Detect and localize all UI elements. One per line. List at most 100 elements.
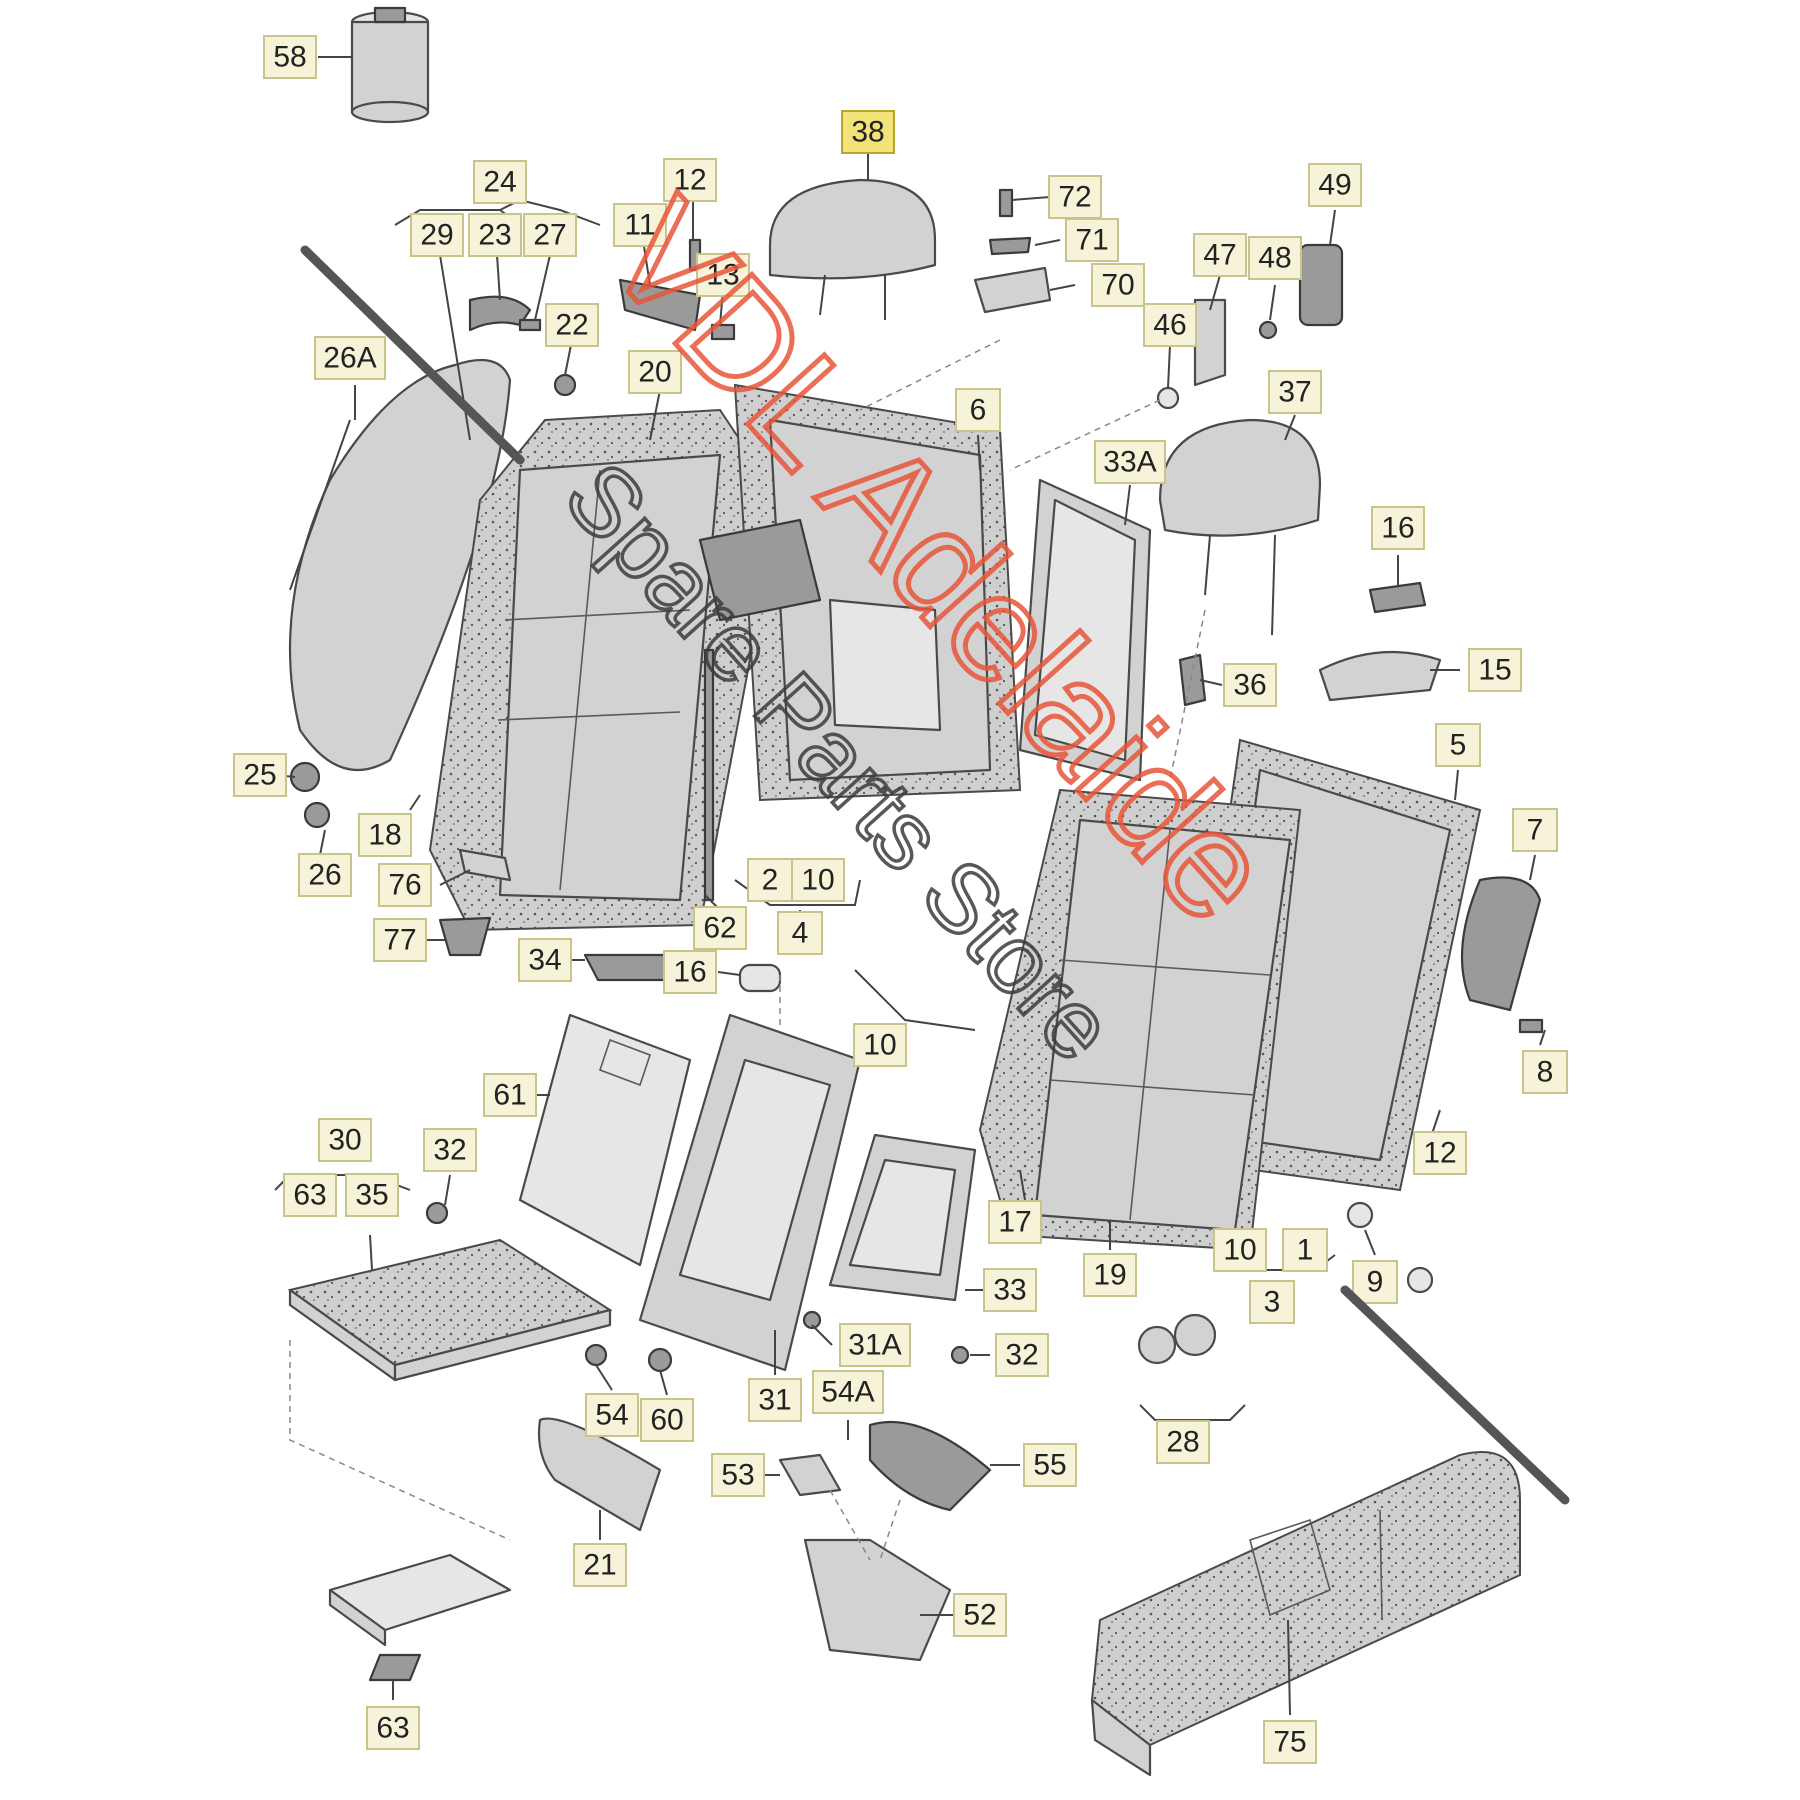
callout-number: 25 <box>243 759 276 792</box>
callout-box <box>410 213 464 257</box>
callout-36: 36 <box>1223 663 1277 707</box>
callout-33: 33 <box>983 1268 1037 1312</box>
callout-number: 29 <box>420 219 453 252</box>
callout-3: 3 <box>1249 1280 1295 1324</box>
callout-box <box>853 1023 907 1067</box>
assembly-dashed-lines <box>289 339 1206 1561</box>
callout-number: 2 <box>762 864 779 897</box>
callout-4: 4 <box>777 911 823 955</box>
callout-number: 58 <box>273 41 306 74</box>
callout-61: 61 <box>483 1073 537 1117</box>
callout-55: 55 <box>1023 1443 1077 1487</box>
part-53-55-52-brackets <box>778 1420 992 1662</box>
callout-number: 33A <box>1103 446 1156 479</box>
callout-number: 70 <box>1101 269 1134 302</box>
callout-26A: 26A <box>314 336 386 380</box>
part-35-cushion <box>287 1238 613 1382</box>
part-21-trim <box>537 1417 662 1532</box>
callout-number: 18 <box>368 819 401 852</box>
callout-20: 20 <box>628 350 682 394</box>
callout-box <box>1213 1228 1267 1272</box>
callout-number: 55 <box>1033 1449 1066 1482</box>
callout-number: 1 <box>1297 1234 1314 1267</box>
callout-box <box>748 1378 802 1422</box>
callout-box <box>628 350 682 394</box>
callout-number: 10 <box>1223 1234 1256 1267</box>
callout-box <box>318 1118 372 1162</box>
callout-box <box>1023 1443 1077 1487</box>
callout-26: 26 <box>298 853 352 897</box>
part-7-trim <box>1460 876 1544 1034</box>
callout-number: 21 <box>583 1549 616 1582</box>
callout-box <box>1413 1131 1467 1175</box>
callout-box <box>1091 263 1145 307</box>
callout-number: 49 <box>1318 169 1351 202</box>
part-63-tray <box>328 1553 512 1682</box>
part-33A-panel <box>1018 478 1152 782</box>
callout-number: 46 <box>1153 309 1186 342</box>
callout-24: 24 <box>473 160 527 204</box>
part-61-panel <box>518 1013 692 1267</box>
callout-box <box>423 1128 477 1172</box>
callout-72: 72 <box>1048 175 1102 219</box>
callout-number: 10 <box>801 864 834 897</box>
callout-2: 2 <box>747 858 793 902</box>
callout-box <box>1352 1260 1398 1304</box>
callout-number: 34 <box>528 944 561 977</box>
callout-number: 35 <box>355 1179 388 1212</box>
callout-box <box>663 950 717 994</box>
callout-52: 52 <box>953 1593 1007 1637</box>
callout-number: 60 <box>650 1404 683 1437</box>
callout-70: 70 <box>1091 263 1145 307</box>
callout-number: 6 <box>970 394 987 427</box>
callout-54: 54 <box>585 1393 639 1437</box>
callout-number: 8 <box>1537 1056 1554 1089</box>
callout-box <box>573 1543 627 1587</box>
callout-number: 47 <box>1203 239 1236 272</box>
callout-box <box>468 213 522 257</box>
callout-10c: 10 <box>1213 1228 1267 1272</box>
callout-number: 32 <box>1005 1339 1038 1372</box>
part-26A-side-bolster <box>288 358 512 772</box>
callout-number: 52 <box>963 1599 996 1632</box>
callout-box <box>1143 303 1197 347</box>
callout-11: 11 <box>613 203 667 247</box>
callout-box <box>1248 236 1302 280</box>
callout-box <box>233 753 287 797</box>
callout-box <box>791 858 845 902</box>
callout-box <box>518 938 572 982</box>
callout-box <box>314 336 386 380</box>
callout-number: 15 <box>1478 654 1511 687</box>
callout-19: 19 <box>1083 1253 1137 1297</box>
callout-17: 17 <box>988 1200 1042 1244</box>
callout-box <box>373 918 427 962</box>
callout-38: 38 <box>841 110 895 154</box>
callout-number: 10 <box>863 1029 896 1062</box>
callout-number: 36 <box>1233 669 1266 702</box>
callout-number: 12 <box>1423 1137 1456 1170</box>
callout-number: 23 <box>478 219 511 252</box>
callout-box <box>483 1073 537 1117</box>
callout-box <box>378 863 432 907</box>
callout-box <box>1522 1050 1568 1094</box>
part-75-ski-bag <box>1090 1451 1521 1777</box>
callout-number: 20 <box>638 356 671 389</box>
callout-number: 28 <box>1166 1426 1199 1459</box>
callout-number: 48 <box>1258 242 1291 275</box>
callout-76: 76 <box>378 863 432 907</box>
callout-71: 71 <box>1065 218 1119 262</box>
callout-box <box>1223 663 1277 707</box>
callout-box <box>283 1173 337 1217</box>
callout-box <box>1468 648 1522 692</box>
callout-box <box>777 911 823 955</box>
callout-box <box>545 303 599 347</box>
callout-box <box>1065 218 1119 262</box>
callout-number: 72 <box>1058 181 1091 214</box>
callout-number: 33 <box>993 1274 1026 1307</box>
callout-8: 8 <box>1522 1050 1568 1094</box>
callout-box <box>613 203 667 247</box>
callout-number: 9 <box>1367 1266 1384 1299</box>
callout-31A: 31A <box>839 1323 911 1367</box>
part-31-armrest-frame <box>638 1013 862 1372</box>
